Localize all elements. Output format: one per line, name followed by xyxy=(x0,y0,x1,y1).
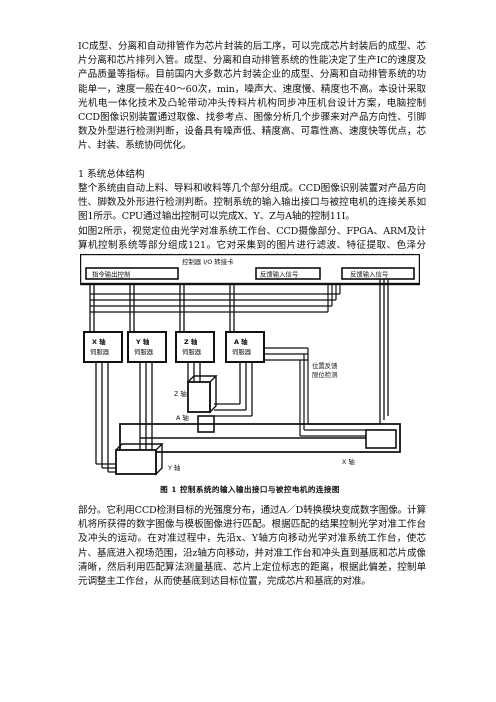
y-axis-motor xyxy=(115,449,157,475)
feedback-input-right-label: 反馈输入信号 xyxy=(350,270,388,279)
x-axis-label: X 轴 xyxy=(342,457,355,466)
limit-detect-label: 限位检测 xyxy=(312,370,338,379)
y-axis-label: Y 轴 xyxy=(167,463,180,472)
x-axis-motor xyxy=(365,429,397,449)
feedback-input-box-right xyxy=(341,267,415,280)
x-servo-sublabel: 伺服器 xyxy=(90,348,110,356)
system-structure-paragraph: 整个系统由自动上料、导料和收料等几个部分组成。CCD图像识别装置对产品方向性、脚… xyxy=(78,183,426,223)
x-servo-box xyxy=(83,331,123,363)
position-feedback-label: 位置反馈 xyxy=(312,361,338,370)
z-servo-label: Z 轴 xyxy=(184,337,198,346)
y-servo-box xyxy=(127,331,167,363)
z-servo-box xyxy=(175,331,215,363)
figure-caption: 图 1 控制系统的输入输出接口与被控电机的连接图 xyxy=(160,485,340,494)
x-servo-label: X 轴 xyxy=(92,337,106,346)
control-io-wiring-figure: 控制器 I/O 转接卡 指令输出控制 反馈输入信号 反馈输入信号 X 轴 伺服器… xyxy=(80,254,420,476)
y-servo-label: Y 轴 xyxy=(135,337,150,346)
intro-paragraph: IC成型、分离和自动排管作为芯片封装的后工序，可以完成芯片封装后的成型、芯片分离… xyxy=(78,41,426,152)
io-card-label: 控制器 I/O 转接卡 xyxy=(182,257,234,266)
pulse-output-box xyxy=(85,267,179,280)
alignment-paragraph: 部分。它利用CCD检测目标的光强度分布，通过A／D转换模块变成数字图像。计算机将… xyxy=(78,505,426,588)
z-axis-motor xyxy=(187,381,211,413)
pulse-output-label: 指令输出控制 xyxy=(92,270,130,279)
a-servo-box xyxy=(225,331,265,363)
z-axis-label: Z 轴 xyxy=(174,389,187,398)
y-servo-sublabel: 伺服器 xyxy=(134,348,154,356)
a-servo-sublabel: 伺服器 xyxy=(232,348,252,356)
a-axis-label: A 轴 xyxy=(176,413,189,422)
io-card-box xyxy=(80,254,420,286)
section-heading: 1 系统总体结构 xyxy=(78,169,145,180)
z-servo-sublabel: 伺服器 xyxy=(182,348,202,356)
feedback-input-box xyxy=(255,267,321,280)
vision-paragraph: 如图2所示，视觉定位由光学对准系统工作台、CCD摄像部分、FPGA、ARM及计算… xyxy=(78,226,426,252)
a-servo-label: A 轴 xyxy=(234,337,248,346)
x-axis-table xyxy=(119,423,401,453)
feedback-input-label: 反馈输入信号 xyxy=(260,270,298,279)
